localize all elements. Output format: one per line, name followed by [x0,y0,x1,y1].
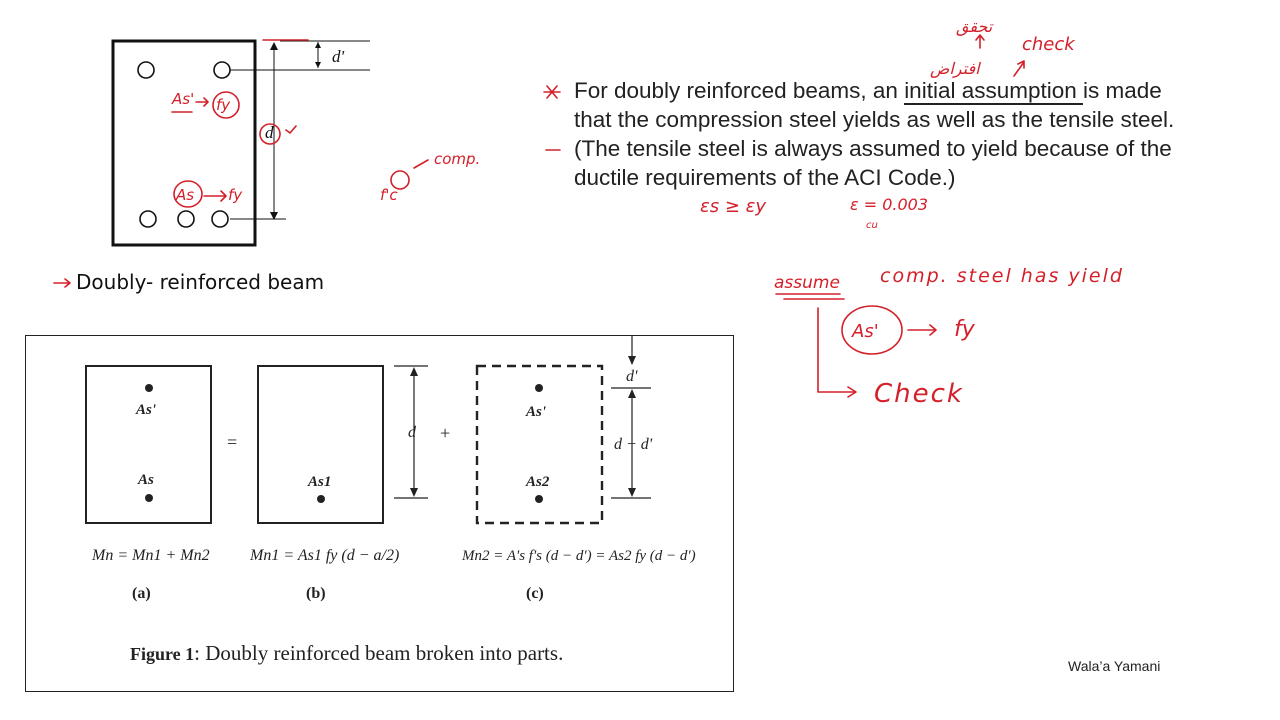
comp-steel-yield: comp. steel has yield [880,265,1124,287]
fig-label-a: (a) [132,585,151,602]
beam-b [257,365,384,524]
sketch-as-prime: As' [171,90,194,108]
sketch-fy-top: fy [216,96,231,114]
assume-comp-steel-note: assume comp. steel has yield As' fy Chec… [774,265,1124,409]
fig-dim-d: d [408,424,417,441]
figure-1-box: As' As = As1 d + As' As2 d' d − d' Mn = … [25,335,734,692]
dash-icon [545,149,561,151]
arabic-top: تحقق [956,17,994,36]
sketch-fy-bottom: fy [228,186,243,204]
fy-handwritten: fy [954,317,976,342]
fig-c-as-prime: As' [525,404,546,420]
fig-label-c: (c) [526,585,544,602]
fig-eq-a: Mn = Mn1 + Mn2 [91,547,210,564]
ductile-underlined: ductile [574,165,640,190]
bottom-bar-2 [177,210,195,228]
author-credit: Wala’a Yamani [1068,658,1161,674]
fig-a-as-prime: As' [135,402,156,418]
sketch-fc-prime: f'c [380,186,398,204]
top-bar-right [213,61,231,79]
strain-inequality: εs ≥ εy [700,196,766,217]
fig-plus: + [440,423,450,443]
asterisk-icon [543,85,561,99]
fig-label-b: (b) [306,585,326,602]
handwritten-check-note: تحقق افتراض check [930,17,1076,78]
bottom-bar-1 [139,210,157,228]
check-bottom: Check [874,379,964,409]
fig-a-as: As [137,472,154,488]
beam-a [85,365,212,524]
bullet-line-4: ductile requirements of the ACI Code.) [574,165,956,190]
bottom-bar-3 [211,210,229,228]
assume-word: assume [774,273,840,293]
figure-caption-bold: Figure 1 [130,644,194,664]
bullet-line-2: that the compression steel yields as wel… [574,107,1175,132]
fig-eq-b: Mn1 = As1 fy (d − a/2) [249,547,399,564]
as-prime-circled: As' [851,321,879,342]
main-text-block: For doubly reinforced beams, an initial … [574,76,1254,192]
sketch-comp-note: comp. [434,150,480,168]
fig-b-as1: As1 [307,474,331,490]
fig-dim-d-prime: d' [626,368,638,385]
figure-caption: Figure 1: Doubly reinforced beam broken … [130,641,563,665]
top-bar-left [137,61,155,79]
fig-equals: = [227,432,237,452]
fig-dim-d-minus-d-prime: d − d' [614,436,653,453]
arrow-icon [53,278,71,288]
initial-assumption-underlined: initial assumption [904,78,1084,105]
check-top: check [1022,34,1076,55]
bullet-line-1: For doubly reinforced beams, an initial … [574,78,1162,105]
strain-subscript: cu [866,220,878,231]
strain-note: εs ≥ εy ε = 0.003 cu [700,195,928,231]
beam-section-sketch: d' d As' fy As fy f'c comp. [111,39,480,247]
figure-1-diagram: As' As = As1 d + As' As2 d' d − d' Mn = … [85,336,696,665]
beam-outline [111,39,257,247]
fig-eq-c: Mn2 = A's f's (d − d') = As2 fy (d − d') [461,548,696,564]
bullet-line-3: (The tensile steel is always assumed to … [574,136,1172,161]
arabic-bottom: افتراض [930,59,981,78]
beam-c-dashed [475,364,604,525]
doubly-reinforced-caption: Doubly- reinforced beam [76,270,325,294]
fig-c-as2: As2 [525,474,550,490]
sketch-as: As [175,186,194,204]
strain-equation: ε = 0.003 [850,195,928,214]
sketch-d-label: d [265,123,274,142]
sketch-d-prime-label: d' [332,47,345,66]
figure-caption-rest: : Doubly reinforced beam broken into par… [194,641,563,665]
